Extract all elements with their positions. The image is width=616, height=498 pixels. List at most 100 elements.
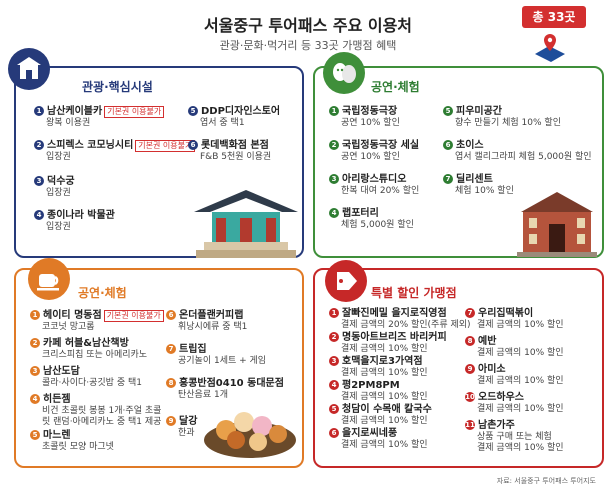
perf2-title: 공연·체험 xyxy=(78,286,127,300)
item-number: 4 xyxy=(34,210,44,220)
item-number: 1 xyxy=(329,106,339,116)
item-description: 코코넛 망고롬 xyxy=(42,322,95,332)
item-description: 공연 10% 할인 xyxy=(341,152,400,162)
korean-sweets-illustration xyxy=(204,412,296,458)
item-number: 9 xyxy=(166,416,176,426)
item-description: 왕복 이용권 xyxy=(46,118,91,128)
source-note: 자료: 서울중구 투어패스 투어지도 xyxy=(496,477,596,485)
item-name: 덕수궁 xyxy=(47,176,75,187)
item-description-cont: 결제 금액의 10% 할인 xyxy=(477,443,564,453)
map-pin-icon xyxy=(535,34,565,62)
item-number: 6 xyxy=(166,310,176,320)
item-name: 아리랑스튜디오 xyxy=(342,174,407,185)
tour-title: 관광·핵심시설 xyxy=(82,80,153,94)
item-name: 아미소 xyxy=(478,364,506,375)
item-number: 7 xyxy=(443,174,453,184)
palace-gate-icon xyxy=(8,48,50,90)
item-number: 2 xyxy=(329,140,339,150)
item-number: 5 xyxy=(329,404,339,414)
price-tag-icon xyxy=(325,260,367,302)
item-description: 초콜릿 모양 마그넷 xyxy=(42,442,114,452)
item-name: 우리집떡볶이 xyxy=(478,308,534,319)
item-number: 6 xyxy=(329,428,339,438)
item-name: DDP디자인스토어 xyxy=(201,106,281,117)
item-number: 11 xyxy=(465,420,475,430)
item-description: 크리스피칩 또는 아메리카노 xyxy=(42,350,148,360)
item-name: 청담이 수목애 칼국수 xyxy=(342,404,432,415)
item-description: 결제 금액의 10% 할인 xyxy=(341,416,428,426)
item-number: 8 xyxy=(166,378,176,388)
item-description: 결제 금액의 10% 할인 xyxy=(477,376,564,386)
item-description: 한복 대여 20% 할인 xyxy=(341,186,420,196)
item-description: F&B 5천원 이용권 xyxy=(200,152,272,162)
item-description: 체험 5,000원 할인 xyxy=(341,220,414,230)
item-description: 상품 구매 또는 체험 xyxy=(477,432,552,442)
item-name: 피우미공간 xyxy=(456,106,502,117)
item-description: 엽서 중 택1 xyxy=(200,118,245,128)
item-name: 명동아트브리즈 바리커피 xyxy=(342,332,447,343)
item-description-cont: 릿 랜덤·아메리카노 중 택1 제공 xyxy=(42,417,162,427)
restriction-badge: 기본권 이용불가 xyxy=(104,106,165,118)
item-description: 결제 금액의 10% 할인 xyxy=(477,348,564,358)
restriction-badge: 기본권 이용불가 xyxy=(103,310,164,322)
item-name: 국립정동극장 세실 xyxy=(342,140,420,151)
item-number: 5 xyxy=(443,106,453,116)
item-name: 딜리센트 xyxy=(456,174,493,185)
item-number: 3 xyxy=(329,356,339,366)
perf1-title: 공연·체험 xyxy=(371,80,420,94)
theater-masks-icon xyxy=(323,52,365,94)
item-number: 10 xyxy=(465,392,475,402)
item-description: 체험 10% 할인 xyxy=(455,186,514,196)
item-number: 3 xyxy=(34,176,44,186)
item-description: 결제 금액의 10% 할인 xyxy=(341,344,428,354)
item-name: 온더플랜커피랩 xyxy=(179,310,244,321)
item-description: 입장권 xyxy=(46,188,71,198)
red-brick-building-illustration xyxy=(517,192,597,257)
korean-palace-illustration xyxy=(194,190,298,258)
item-description: 공기놀이 1세트 + 게임 xyxy=(178,356,267,366)
item-description: 결제 금액의 10% 할인 xyxy=(477,320,564,330)
